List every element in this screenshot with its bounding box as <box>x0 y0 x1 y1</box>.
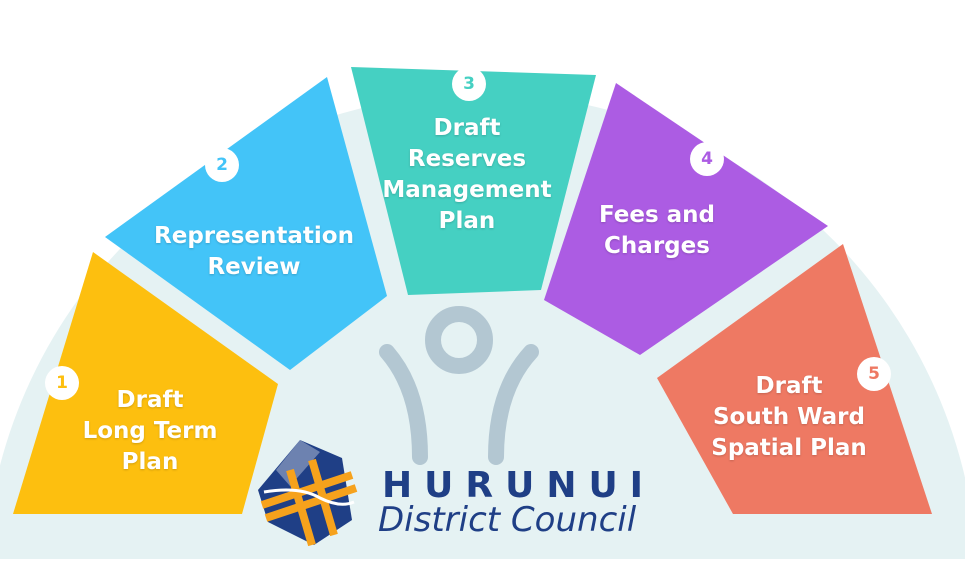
logo-subtitle: District Council <box>378 500 637 540</box>
segment-3-number: 3 <box>452 67 486 101</box>
person-icon <box>379 306 539 465</box>
segment-1-shape <box>13 252 278 514</box>
segment-5-label: Draft South Ward Spatial Plan <box>711 373 867 461</box>
segment-4-label: Fees and Charges <box>598 202 716 259</box>
segment-5-number: 5 <box>857 357 891 391</box>
segment-4-number: 4 <box>690 142 724 176</box>
segment-4-shape <box>544 83 828 355</box>
segment-1-number: 1 <box>45 366 79 400</box>
segment-3-shape <box>351 67 596 295</box>
segment-2-label: Representation Review <box>154 223 354 280</box>
segment-5-shape <box>657 244 932 514</box>
segment-3-label: Draft Reserves Management Plan <box>382 115 552 234</box>
segment-2-number: 2 <box>205 148 239 182</box>
hurunui-logo-mark <box>258 440 358 547</box>
segment-2-shape <box>105 77 387 370</box>
segment-1-label: Draft Long Term Plan <box>82 387 218 475</box>
logo-name: HURUNUI <box>382 465 656 506</box>
